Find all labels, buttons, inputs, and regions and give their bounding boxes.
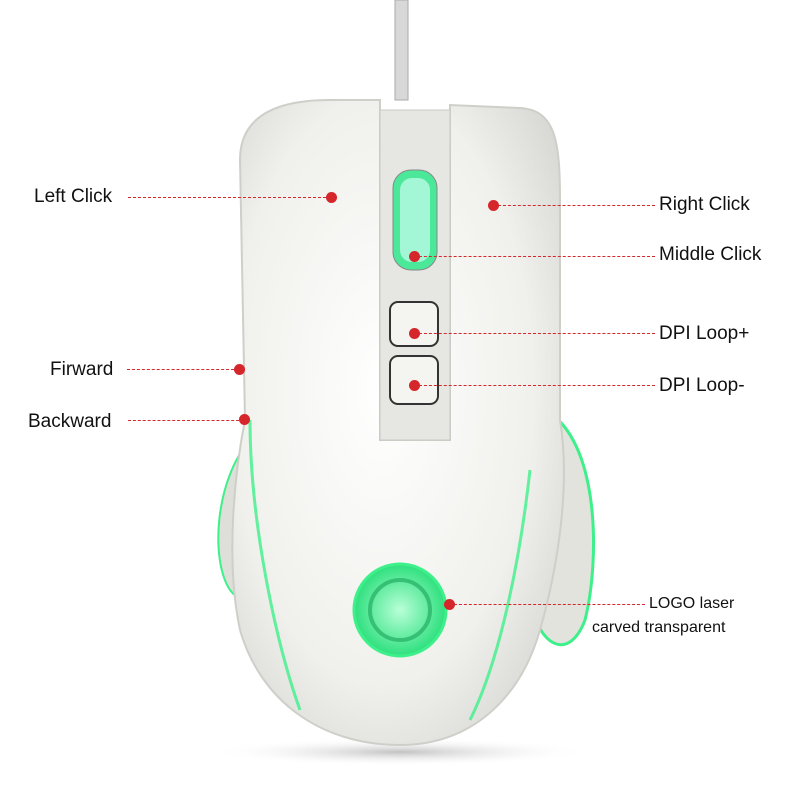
- leader-line: [127, 369, 239, 370]
- label-dpi-minus: DPI Loop-: [659, 375, 745, 396]
- leader-line: [414, 385, 655, 386]
- marker-left-click: [325, 191, 337, 203]
- leader-line: [449, 604, 645, 605]
- shadow: [210, 738, 590, 766]
- label-logo-line2: carved transparent: [592, 619, 726, 636]
- label-dpi-plus: DPI Loop+: [659, 323, 750, 344]
- label-forward: Firward: [50, 359, 114, 380]
- marker-backward: [238, 413, 250, 425]
- label-middle-click: Middle Click: [659, 244, 762, 265]
- leader-line: [128, 420, 244, 421]
- label-left-click: Left Click: [34, 186, 113, 207]
- leader-line: [414, 333, 655, 334]
- leader-line: [414, 256, 655, 257]
- label-backward: Backward: [28, 411, 112, 432]
- cable: [394, 0, 409, 101]
- dpi-plus-button-shape: [389, 301, 439, 347]
- logo-emblem: [352, 562, 448, 658]
- label-right-click: Right Click: [659, 194, 750, 215]
- leader-line: [128, 197, 331, 198]
- label-logo-line1: LOGO laser: [649, 595, 735, 612]
- leader-line: [493, 205, 655, 206]
- marker-forward: [233, 363, 245, 375]
